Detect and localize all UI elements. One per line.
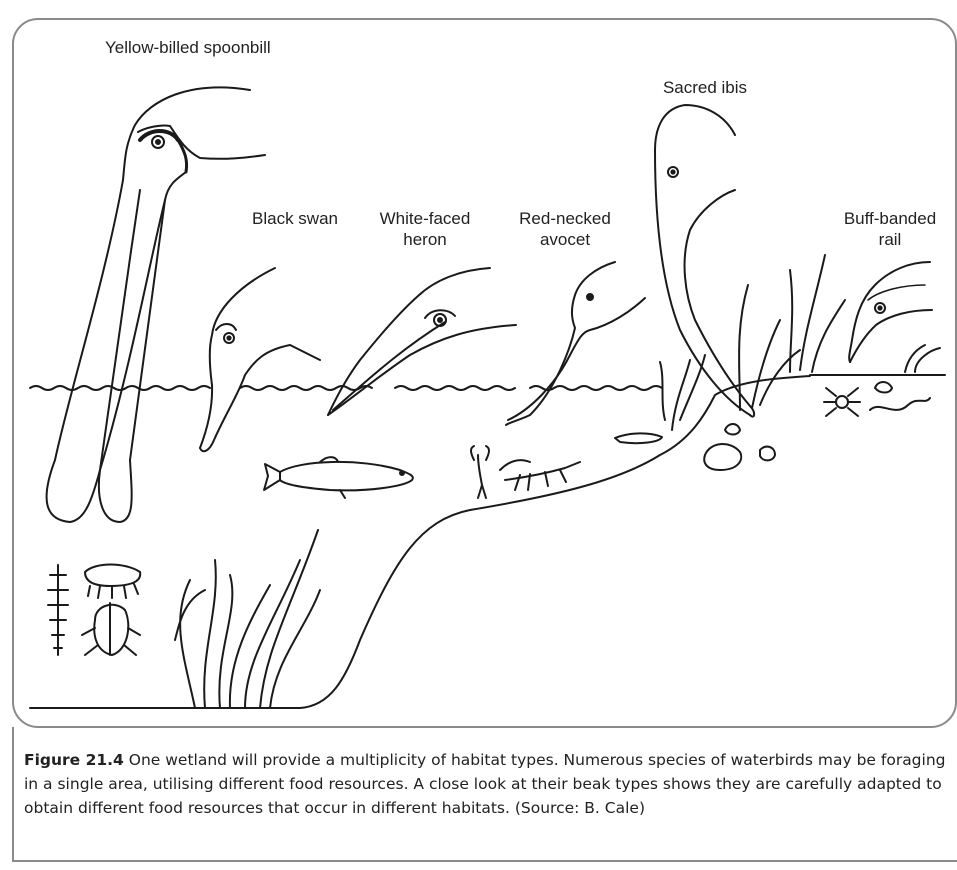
spider-and-worm-drawing bbox=[824, 382, 930, 416]
spoonbill-drawing bbox=[47, 87, 265, 522]
water-surface bbox=[30, 375, 945, 390]
label-red-necked-avocet: Red-necked avocet bbox=[505, 208, 625, 250]
label-buff-banded-rail: Buff-banded rail bbox=[825, 208, 955, 250]
label-heron-line1: White-faced bbox=[365, 208, 485, 229]
figure-caption: Figure 21.4 One wetland will provide a m… bbox=[24, 748, 949, 820]
aquatic-insects-drawing bbox=[48, 565, 140, 656]
label-rail-line2: rail bbox=[825, 229, 955, 250]
rail-drawing bbox=[849, 262, 932, 362]
label-spoonbill: Yellow-billed spoonbill bbox=[105, 37, 325, 58]
reeds-drawing bbox=[660, 255, 940, 430]
label-rail-line1: Buff-banded bbox=[825, 208, 955, 229]
wetland-illustration bbox=[0, 0, 957, 730]
label-white-faced-heron: White-faced heron bbox=[365, 208, 485, 250]
label-avocet-line2: avocet bbox=[505, 229, 625, 250]
avocet-drawing bbox=[506, 262, 645, 425]
submerged-weeds-drawing bbox=[175, 530, 320, 708]
label-sacred-ibis: Sacred ibis bbox=[645, 77, 765, 98]
label-avocet-line1: Red-necked bbox=[505, 208, 625, 229]
black-swan-drawing bbox=[200, 268, 320, 451]
label-heron-line2: heron bbox=[365, 229, 485, 250]
invertebrates-drawing bbox=[471, 446, 580, 498]
label-black-swan: Black swan bbox=[235, 208, 355, 229]
caption-text: One wetland will provide a multiplicity … bbox=[24, 751, 946, 817]
lake-bottom bbox=[30, 376, 810, 708]
figure-number: Figure 21.4 bbox=[24, 751, 124, 769]
heron-drawing bbox=[328, 268, 516, 415]
frog-and-snails-drawing bbox=[615, 424, 775, 470]
fish-drawing bbox=[264, 457, 413, 498]
